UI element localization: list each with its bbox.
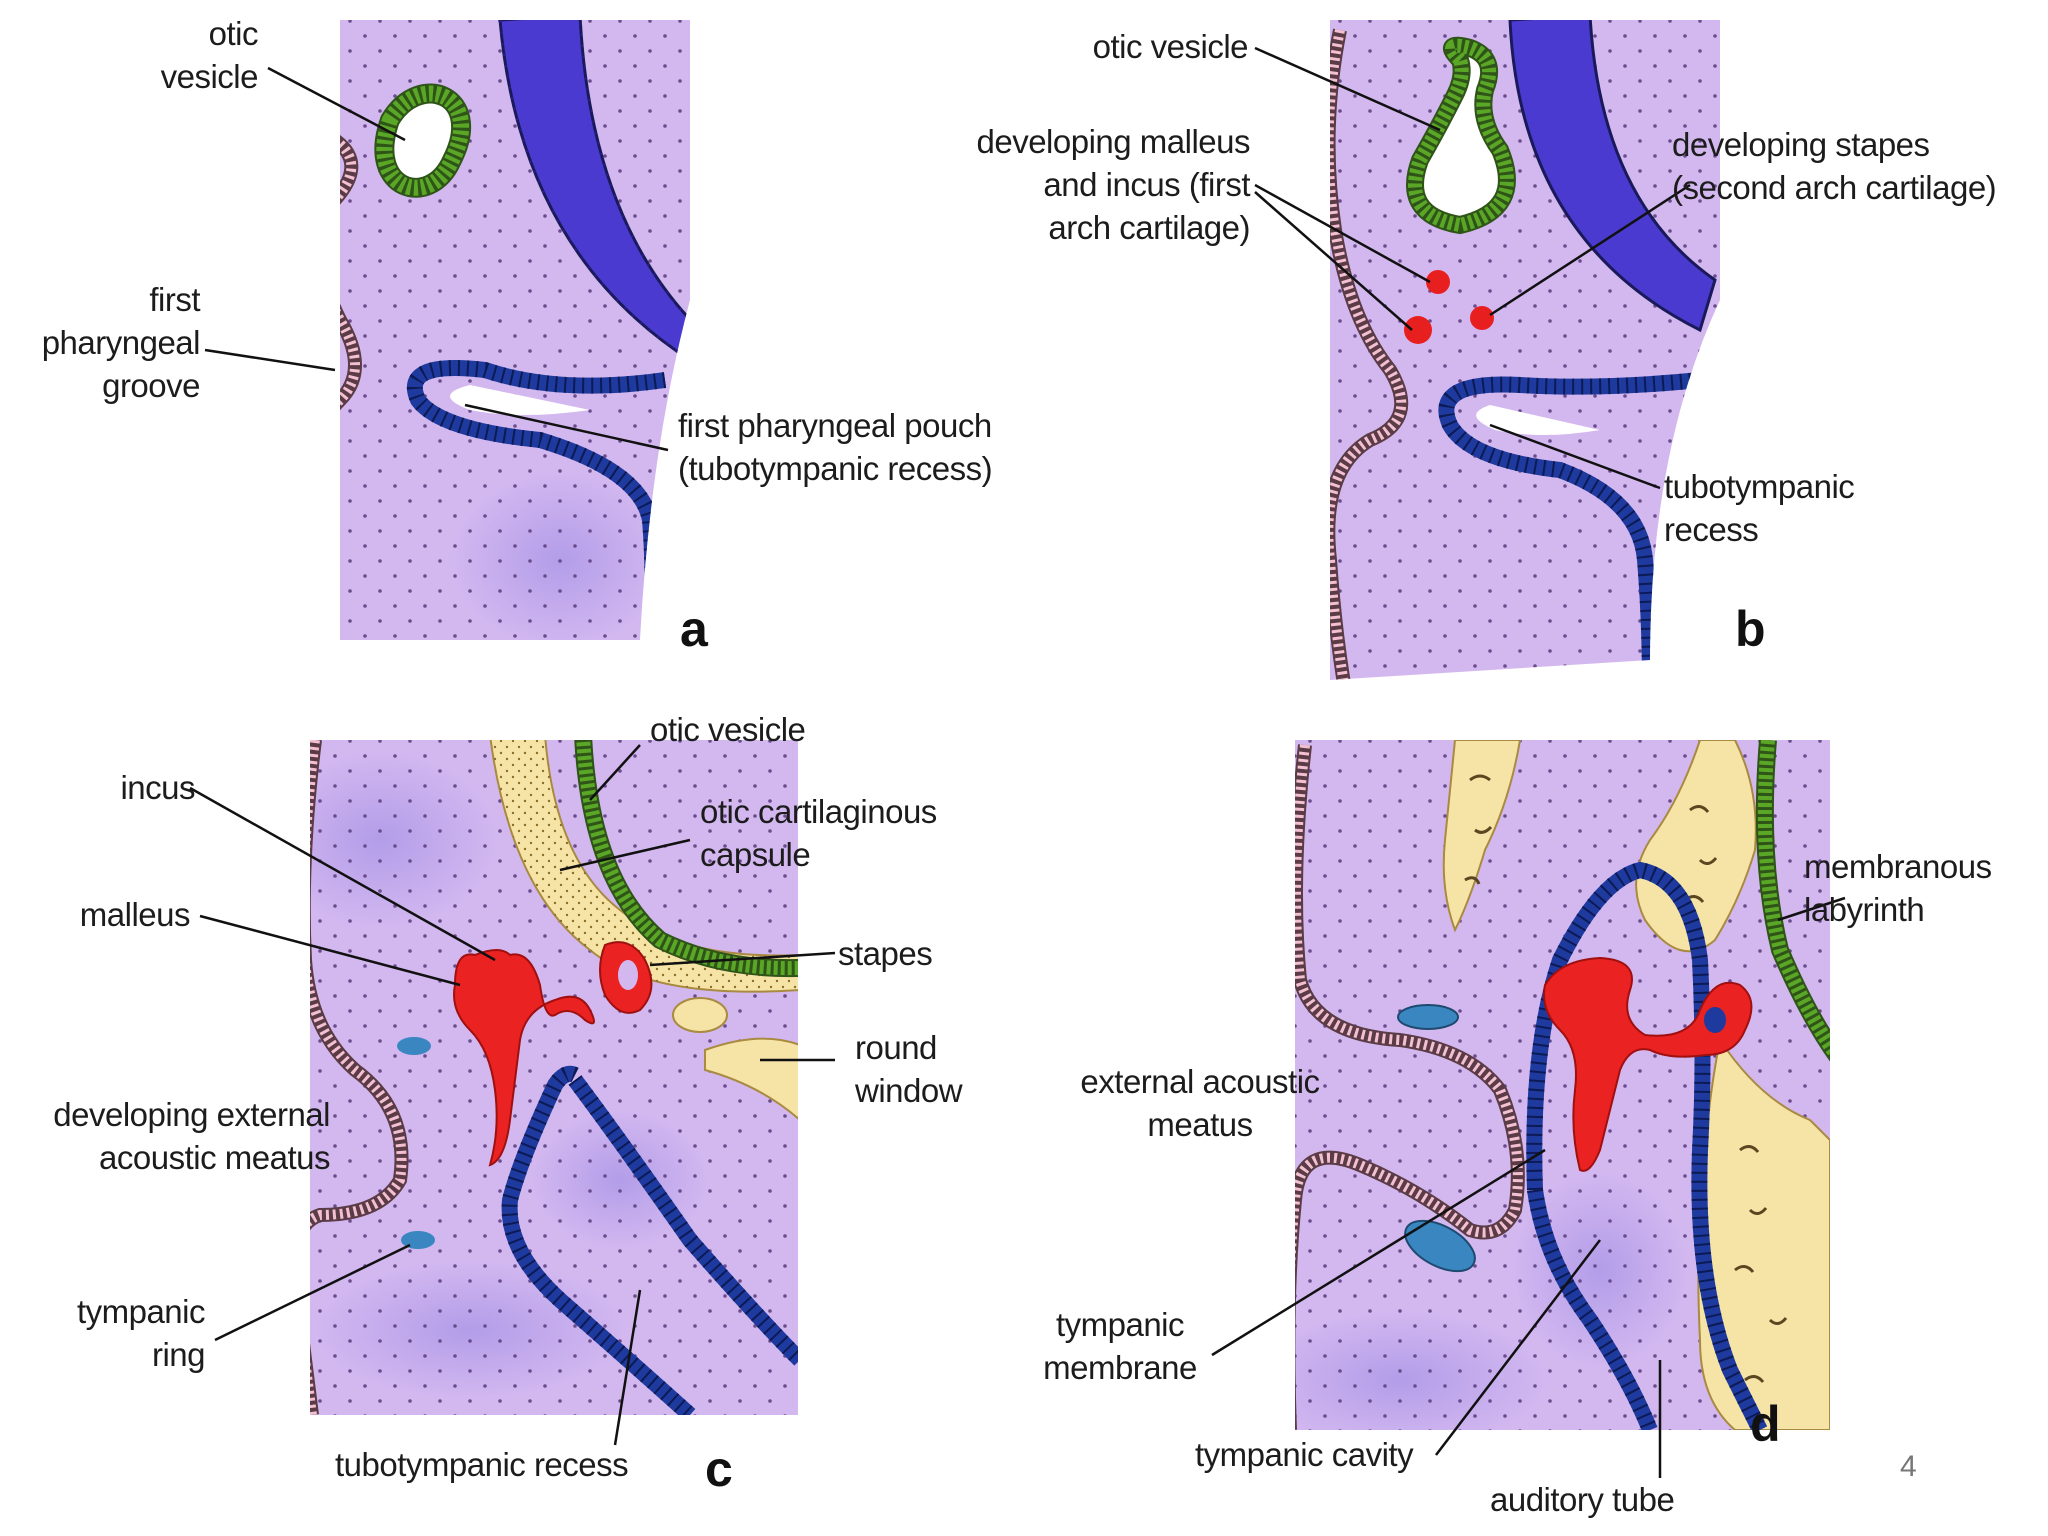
neural-tube-b: [1508, 20, 1717, 333]
round-window-cartilage-1: [672, 997, 728, 1033]
developing-malleus-incus-top: [1426, 270, 1450, 294]
label-malleus-c: malleus: [79, 896, 191, 933]
label-auditory-tube-d: auditory tube: [1490, 1481, 1675, 1518]
developing-malleus-incus-bottom: [1404, 316, 1432, 344]
label-external-acoustic-meatus-d: external acoustic meatus: [1080, 1063, 1320, 1143]
tubotympanic-recess-c: [501, 1065, 696, 1415]
stapes-footplate-d: [1704, 1007, 1726, 1033]
ectoderm-d: [1295, 744, 1525, 1430]
label-round-window-c: round window: [855, 1029, 963, 1109]
label-otic-vesicle-a: otic vesicle: [160, 15, 259, 95]
label-developing-malleus-incus-b: developing malleus and incus (first arch…: [976, 123, 1250, 246]
panel-c: [189, 740, 836, 1446]
label-first-pharyngeal-groove-a: first pharyngeal groove: [41, 281, 201, 404]
panel-b: [1254, 20, 1720, 680]
page-number: 4: [1900, 1450, 1917, 1483]
tympanic-ring-c-upper: [397, 1037, 431, 1055]
label-developing-external-acoustic-meatus-c: developing external acoustic meatus: [53, 1096, 330, 1176]
label-stapes-c: stapes: [838, 935, 933, 972]
panel-letter-b: b: [1735, 601, 1766, 657]
ossicles-d: [1543, 956, 1753, 1172]
panel-letter-d: d: [1750, 1396, 1781, 1452]
panel-letter-a: a: [680, 601, 708, 657]
label-otic-cartilaginous-capsule-c: otic cartilaginous capsule: [700, 793, 937, 873]
developing-stapes-b: [1470, 306, 1494, 330]
cartilage-d-1: [1442, 740, 1522, 933]
label-tympanic-ring-c: tympanic ring: [76, 1293, 206, 1373]
label-tympanic-cavity-d: tympanic cavity: [1195, 1436, 1414, 1473]
label-tubotympanic-recess-b: tubotympanic recess: [1664, 468, 1855, 548]
label-incus-c: incus: [120, 769, 195, 806]
neural-tube-a: [498, 20, 690, 363]
ectoderm-b: [1330, 28, 1409, 680]
label-first-pharyngeal-pouch-a: first pharyngeal pouch (tubotympanic rec…: [678, 407, 993, 487]
label-otic-vesicle-b: otic vesicle: [1092, 28, 1249, 65]
label-otic-vesicle-c: otic vesicle: [650, 711, 806, 748]
auditory-tube-wall-d: [1527, 1188, 1658, 1430]
label-developing-stapes-b: developing stapes (second arch cartilage…: [1672, 126, 1997, 206]
label-tubotympanic-recess-c: tubotympanic recess: [335, 1446, 629, 1483]
malleus-incus-c: [453, 949, 595, 1167]
panel-letter-c: c: [705, 1441, 733, 1497]
tympanic-ring-d-lower: [1404, 1219, 1476, 1273]
label-tympanic-membrane-d: tympanic membrane: [1043, 1306, 1197, 1386]
panel-d: [1211, 740, 1846, 1478]
cartilage-d-2: [1635, 740, 1757, 953]
label-membranous-labyrinth-d: membranous labyrinth: [1804, 848, 1992, 928]
panel-a: [204, 20, 690, 640]
tympanic-ring-d-upper: [1397, 1004, 1459, 1030]
round-window-cartilage-2: [704, 1037, 798, 1120]
